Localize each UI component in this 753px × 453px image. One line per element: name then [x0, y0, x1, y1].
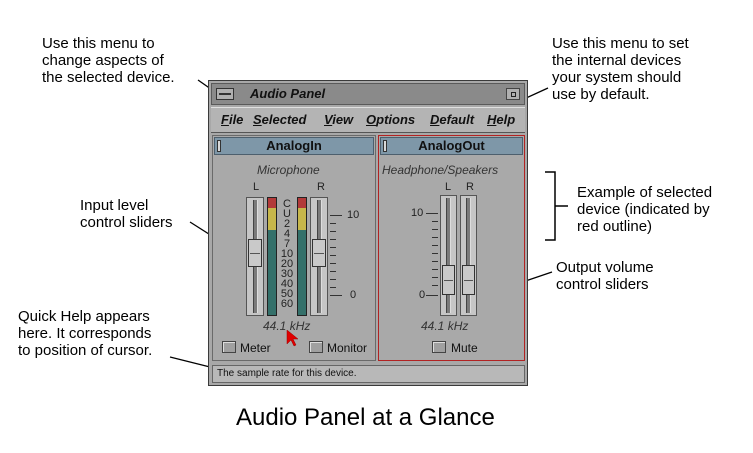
- menu-help[interactable]: Help: [487, 112, 516, 127]
- scale-tick: [432, 229, 438, 230]
- meter-scale-6: 20: [280, 258, 294, 270]
- callout-output-sliders: Output volume control sliders: [556, 259, 654, 293]
- scale-tick: [432, 269, 438, 270]
- output-left-slider-thumb[interactable]: [442, 265, 455, 295]
- meter-scale-3: 4: [283, 228, 291, 240]
- quick-help-status-bar: The sample rate for this device.: [212, 365, 525, 383]
- meter-scale-5: 10: [280, 248, 294, 260]
- output-left-label: L: [445, 181, 452, 193]
- scale-tick: [330, 279, 336, 280]
- scale-tick: [432, 221, 438, 222]
- device-tab-icon: [217, 140, 221, 152]
- scale-tick: [426, 295, 438, 296]
- output-source: Headphone/Speakers: [382, 163, 499, 177]
- output-scale-top: 10: [411, 207, 424, 219]
- scale-tick: [330, 295, 342, 296]
- meter-scale-7: 30: [280, 268, 294, 280]
- mute-label: Mute: [451, 341, 478, 355]
- input-left-slider[interactable]: [246, 197, 264, 316]
- meter-checkbox[interactable]: [222, 341, 236, 353]
- input-device-name: AnalogIn: [266, 138, 322, 153]
- scale-tick: [432, 237, 438, 238]
- monitor-label: Monitor: [327, 341, 368, 355]
- scale-tick: [432, 277, 438, 278]
- menu-view[interactable]: View: [324, 112, 354, 127]
- device-tab-icon: [383, 140, 387, 152]
- menu-bar: File Selected View Options Default Help: [211, 107, 525, 133]
- callout-selected-device: Example of selected device (indicated by…: [577, 184, 713, 235]
- scale-tick: [432, 261, 438, 262]
- meter-scale-9: 50: [280, 288, 294, 300]
- output-scale-bottom: 0: [419, 289, 426, 301]
- scale-tick: [330, 287, 336, 288]
- callout-default-menu: Use this menu to set the internal device…: [552, 35, 689, 103]
- scale-tick: [432, 245, 438, 246]
- scale-tick: [432, 285, 438, 286]
- menu-selected[interactable]: Selected: [253, 112, 307, 127]
- window-title: Audio Panel: [250, 86, 326, 101]
- output-sample-rate[interactable]: 44.1 kHz: [421, 319, 469, 333]
- meter-scale-0: C: [283, 198, 291, 210]
- callout-quick-help: Quick Help appears here. It corresponds …: [18, 308, 153, 359]
- meter-scale-4: 7: [283, 238, 291, 250]
- title-bar[interactable]: Audio Panel: [211, 83, 525, 105]
- meter-scale-1: U: [283, 208, 291, 220]
- meter-label: Meter: [240, 341, 271, 355]
- menu-default[interactable]: Default: [430, 112, 475, 127]
- input-source: Microphone: [257, 163, 320, 177]
- input-sample-rate[interactable]: 44.1 kHz: [263, 319, 311, 333]
- input-left-label: L: [253, 181, 260, 193]
- callout-input-sliders: Input level control sliders: [80, 197, 173, 231]
- input-right-label: R: [317, 181, 325, 193]
- scale-tick: [330, 231, 336, 232]
- scale-tick: [426, 213, 438, 214]
- menu-options[interactable]: Options: [366, 112, 416, 127]
- minimize-button[interactable]: [506, 88, 520, 100]
- output-right-slider[interactable]: [460, 195, 477, 316]
- monitor-checkbox[interactable]: [309, 341, 323, 353]
- input-device-header[interactable]: AnalogIn: [214, 137, 374, 155]
- input-left-slider-thumb[interactable]: [248, 239, 262, 267]
- figure-caption: Audio Panel at a Glance: [236, 404, 495, 431]
- input-scale-top: 10: [347, 209, 360, 221]
- scale-tick: [330, 223, 336, 224]
- input-device-panel[interactable]: AnalogIn Microphone L R C U 2 4 7 10 20 …: [212, 135, 376, 361]
- input-scale-bottom: 0: [350, 289, 357, 301]
- input-right-slider[interactable]: [310, 197, 328, 316]
- output-right-label: R: [466, 181, 474, 193]
- mute-checkbox[interactable]: [432, 341, 446, 353]
- menu-file[interactable]: File: [221, 112, 244, 127]
- output-right-slider-thumb[interactable]: [462, 265, 475, 295]
- output-device-name: AnalogOut: [418, 138, 485, 153]
- input-right-level-meter: [297, 197, 307, 316]
- slider-slot: [466, 198, 471, 313]
- input-right-slider-thumb[interactable]: [312, 239, 326, 267]
- callout-selected-menu: Use this menu to change aspects of the s…: [42, 35, 175, 86]
- audio-panel-window: Audio Panel File Selected View Options D…: [208, 80, 528, 386]
- scale-tick: [432, 253, 438, 254]
- cursor-arrow-icon: [286, 329, 299, 347]
- input-left-level-meter: [267, 197, 277, 316]
- output-left-slider[interactable]: [440, 195, 457, 316]
- meter-scale-10: 60: [280, 298, 294, 310]
- scale-tick: [330, 271, 336, 272]
- scale-tick: [330, 255, 336, 256]
- meter-scale-8: 40: [280, 278, 294, 290]
- scale-tick: [330, 247, 336, 248]
- scale-tick: [330, 239, 336, 240]
- slider-slot: [446, 198, 451, 313]
- window-menu-button[interactable]: [216, 88, 234, 100]
- output-device-panel[interactable]: AnalogOut Headphone/Speakers L R 10 0 44…: [378, 135, 525, 361]
- scale-tick: [330, 263, 336, 264]
- scale-tick: [330, 215, 342, 216]
- output-device-header[interactable]: AnalogOut: [380, 137, 523, 155]
- meter-scale-2: 2: [283, 218, 291, 230]
